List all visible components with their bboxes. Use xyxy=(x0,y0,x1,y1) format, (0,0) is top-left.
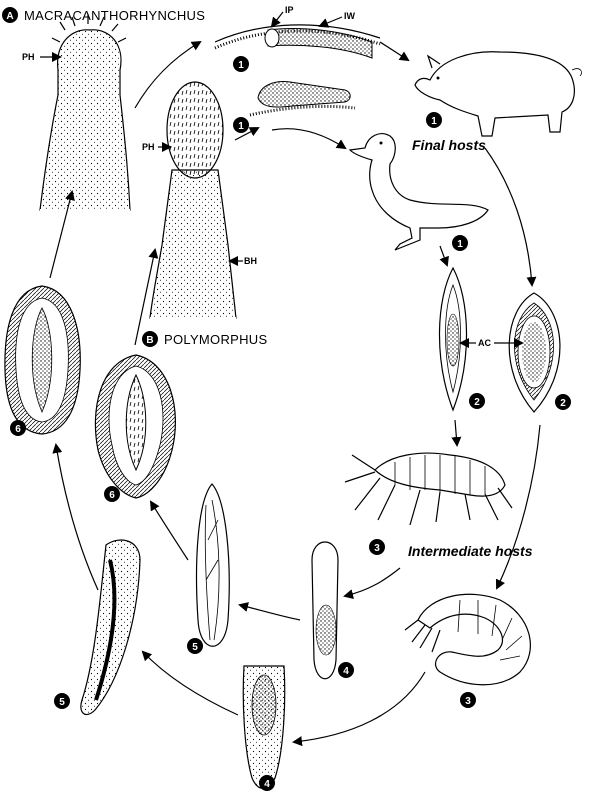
arrow-acanthor-b-to-acanthella-b xyxy=(238,602,301,621)
egg-a: 2 xyxy=(508,292,571,413)
section-a-title: MACRACANTHORHYNCHUS xyxy=(24,8,205,23)
section-a-letter: A xyxy=(6,11,13,22)
polymorphus-adult xyxy=(149,81,237,319)
arrow-acanthella-a-to-cystacanth-a xyxy=(52,443,99,591)
acanthella-b-badge-number: 5 xyxy=(192,642,198,653)
cystacanth-b-badge-number: 6 xyxy=(109,490,115,501)
bh-pointer: BH xyxy=(228,256,257,266)
grub-intermediate-host: 3 xyxy=(404,593,531,708)
arrow-amphipod-to-acanthor-b xyxy=(343,567,401,599)
cycle-arrows xyxy=(49,40,541,747)
ac-pointer: AC xyxy=(459,338,524,348)
section-b-header: B POLYMORPHUS xyxy=(142,331,267,347)
acanthella-b: 5 xyxy=(187,483,230,654)
acanthor-a-badge xyxy=(259,775,275,791)
ip-label: IP xyxy=(285,5,294,15)
amphipod-intermediate-host: 3 xyxy=(344,452,513,555)
acanthella-b-badge xyxy=(187,638,203,654)
pig-final-host: 1 xyxy=(414,51,582,137)
arrow-egg-a-to-grub xyxy=(495,424,541,590)
egg-b-badge xyxy=(469,393,485,409)
arrow-egg-b-to-amphipod xyxy=(451,419,462,447)
intestine-b-badge-number: 1 xyxy=(238,121,244,132)
section-a-header: A MACRACANTHORHYNCHUS xyxy=(2,7,205,23)
egg-b: 2 xyxy=(438,266,485,412)
acanthor-b: 4 xyxy=(311,541,354,680)
acanthor-b-badge xyxy=(338,662,354,678)
bh-label: BH xyxy=(244,256,257,266)
acanthor-a-badge-number: 4 xyxy=(264,779,270,790)
ph-b-label: PH xyxy=(142,142,155,152)
section-a-badge xyxy=(2,7,18,23)
arrow-adult-a-to-intestine xyxy=(134,40,202,109)
intestine-a-badge xyxy=(233,56,249,72)
section-b-badge xyxy=(142,331,158,347)
intestine-a-badge-number: 1 xyxy=(238,60,244,71)
intestine-b: 1 xyxy=(233,81,356,133)
pig-badge-number: 1 xyxy=(431,116,437,127)
acanthella-a-badge xyxy=(54,693,70,709)
duck-badge-number: 1 xyxy=(457,239,463,250)
intermediate-hosts-label: Intermediate hosts xyxy=(408,543,533,559)
arrow-acanthella-b-to-cystacanth-b xyxy=(149,500,189,561)
iw-label: IW xyxy=(344,11,356,21)
ph-b-pointer: PH xyxy=(142,142,172,152)
ph-a-label: PH xyxy=(22,52,35,62)
amphipod-badge-number: 3 xyxy=(374,543,380,554)
section-b-title: POLYMORPHUS xyxy=(164,332,267,347)
intestine-a: 1 xyxy=(214,24,381,72)
duck-final-host: 1 xyxy=(348,133,489,251)
amphipod-badge xyxy=(369,539,385,555)
acanthella-a: 5 xyxy=(54,539,141,715)
arrow-intestine-b-to-duck xyxy=(271,128,347,150)
cystacanth-a-badge-number: 6 xyxy=(15,424,21,435)
arrow-intestine-a-to-pig xyxy=(379,41,410,62)
egg-a-badge-number: 2 xyxy=(560,398,566,409)
arrow-grub-to-acanthor-a xyxy=(292,671,426,747)
egg-b-badge-number: 2 xyxy=(474,397,480,408)
macracanthorhynchus-adult xyxy=(39,14,131,211)
cystacanth-b: 6 xyxy=(94,354,176,502)
section-b-letter: B xyxy=(146,335,153,346)
arrow-cystacanth-b-to-adult-b xyxy=(134,248,159,346)
iw-pointer: IW xyxy=(318,11,356,28)
egg-a-badge xyxy=(555,394,571,410)
pig-badge xyxy=(426,112,442,128)
acanthella-a-badge-number: 5 xyxy=(59,697,65,708)
ph-a-pointer: PH xyxy=(22,52,62,62)
duck-badge xyxy=(452,235,468,251)
arrow-cystacanth-a-to-adult-a xyxy=(49,190,75,279)
grub-badge-number: 3 xyxy=(465,696,471,707)
cystacanth-b-badge xyxy=(104,486,120,502)
acanthor-b-badge-number: 4 xyxy=(343,666,349,677)
ac-label: AC xyxy=(478,338,491,348)
arrow-adult-b-to-intestine xyxy=(234,127,260,141)
cystacanth-a-badge xyxy=(10,420,26,436)
arrow-pig-to-egg-a xyxy=(484,147,537,287)
arrow-duck-to-egg-b xyxy=(439,245,449,267)
ip-pointer: IP xyxy=(270,5,294,28)
acanthor-a: 4 xyxy=(242,665,286,791)
arrow-acanthor-a-to-acanthella-a xyxy=(141,650,239,716)
grub-badge xyxy=(460,692,476,708)
final-hosts-label: Final hosts xyxy=(412,137,486,153)
intestine-b-badge xyxy=(233,117,249,133)
cystacanth-a: 6 xyxy=(4,285,81,436)
